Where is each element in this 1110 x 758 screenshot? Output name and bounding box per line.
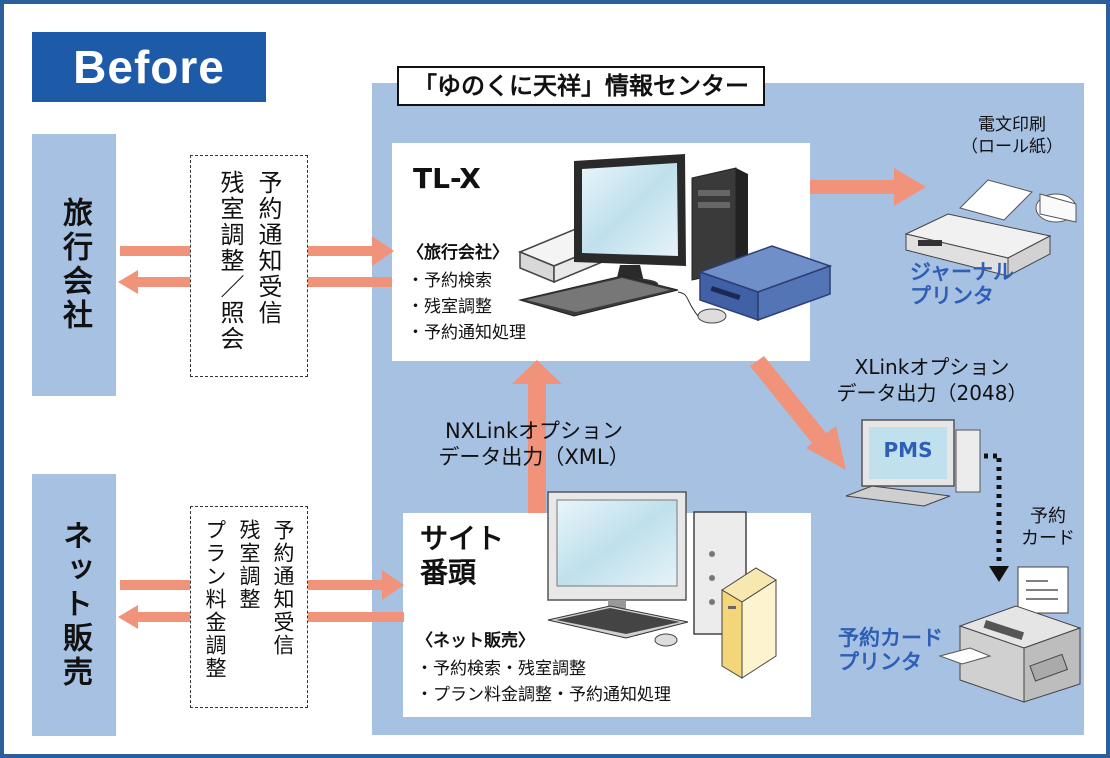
telegram-print-label: 電文印刷 （ロール紙） [952, 114, 1072, 158]
reservation-card-line: 予約 [1030, 506, 1066, 527]
nxlink-label: NXLinkオプション データ出力（XML） [416, 418, 652, 470]
travel-agency-dashed-box: 残室調整／照会 予約通知受信 [190, 155, 308, 377]
telegram-print-line: 電文印刷 [978, 115, 1046, 135]
journal-printer-line: プリンタ [910, 284, 994, 308]
journal-printer-icon [904, 179, 1077, 277]
journal-printer-label: ジャーナル プリンタ [910, 260, 1014, 308]
net-sales-flow-label: 予約通知受信 [271, 519, 295, 657]
dotted-arrow-pms-to-card [984, 453, 1009, 582]
before-badge: Before [32, 32, 266, 102]
tlx-monitor [574, 154, 686, 290]
site-function-list: ・予約検索・残室調整 ・プラン料金調整・予約通知処理 [416, 656, 671, 708]
site-tower-yellow [721, 567, 777, 679]
server-box [697, 245, 833, 322]
xlink-label-line: データ出力（2048） [836, 381, 1028, 405]
tlx-function-list: ・予約検索 ・残室調整 ・予約通知処理 [407, 268, 526, 346]
reservation-card-icon [1017, 566, 1069, 614]
site-keyboard [547, 605, 689, 639]
reservation-card-line: カード [1021, 528, 1075, 549]
net-sales-dashed-box: プラン料金調整 残室調整 予約通知受信 [190, 506, 308, 708]
tlx-keyboard [518, 275, 679, 317]
site-banto-title-line: 番頭 [420, 556, 477, 589]
xlink-label-line: XLinkオプション [854, 355, 1010, 379]
arrow-tlx-to-pms [750, 356, 846, 470]
arrow-from-tlx [308, 277, 392, 287]
site-banto-title-line: サイト [420, 522, 505, 555]
arrow-tlx-to-journal [810, 168, 926, 206]
arrow-to-tlx [308, 236, 394, 266]
travel-agency-flow-label: 予約通知受信 [254, 170, 282, 326]
tlx-mouse [677, 291, 727, 324]
journal-printer-line: ジャーナル [910, 260, 1014, 284]
travel-agency-flow-label: 残室調整／照会 [216, 170, 244, 352]
site-mouse [654, 633, 678, 647]
xlink-label: XLinkオプション データ出力（2048） [822, 354, 1042, 406]
reservation-card-label: 予約 カード [1008, 506, 1088, 550]
nxlink-label-line: データ出力（XML） [438, 445, 630, 469]
site-function-item: ・プラン料金調整・予約通知処理 [416, 685, 671, 705]
net-sales-flow-label: プラン料金調整 [203, 519, 227, 680]
card-printer-icon [938, 605, 1082, 703]
tlx-title: TL-X [413, 162, 481, 195]
net-sales-panel: ネット販売 [32, 474, 116, 736]
pms-computer-icon [845, 419, 981, 507]
card-printer-line: 予約カード [838, 626, 943, 650]
travel-agency-label: 旅行会社 [57, 197, 92, 333]
tlx-function-item: ・予約検索 [407, 271, 492, 291]
tlx-function-item: ・残室調整 [407, 297, 492, 317]
pms-label: PMS [883, 438, 933, 462]
travel-agency-panel: 旅行会社 [32, 134, 116, 396]
nxlink-label-line: NXLinkオプション [444, 419, 624, 443]
site-section-label: 〈ネット販売〉 [416, 631, 535, 651]
site-monitor [547, 491, 687, 612]
tlx-function-item: ・予約通知処理 [407, 323, 526, 343]
net-sales-flow-label: 残室調整 [237, 519, 261, 611]
arrow-site-to-tlx [512, 360, 562, 513]
arrow-from-site [308, 612, 404, 622]
arrow-to-site [308, 570, 404, 600]
arrow-to-dash-bottom [120, 580, 190, 590]
arrow-from-dash-bottom [118, 605, 190, 629]
card-printer-label: 予約カード プリンタ [838, 626, 943, 674]
arrow-from-dash-top [118, 270, 190, 294]
site-function-item: ・予約検索・残室調整 [416, 659, 586, 679]
site-banto-title: サイト 番頭 [420, 522, 504, 590]
telegram-print-line: （ロール紙） [961, 137, 1063, 157]
net-sales-label: ネット販売 [57, 520, 92, 690]
tlx-section-label: 〈旅行会社〉 [407, 243, 509, 263]
arrow-to-dash-top [120, 246, 190, 256]
card-printer-line: プリンタ [838, 650, 922, 674]
info-center-title: 「ゆのくに天祥」情報センター [397, 66, 765, 106]
